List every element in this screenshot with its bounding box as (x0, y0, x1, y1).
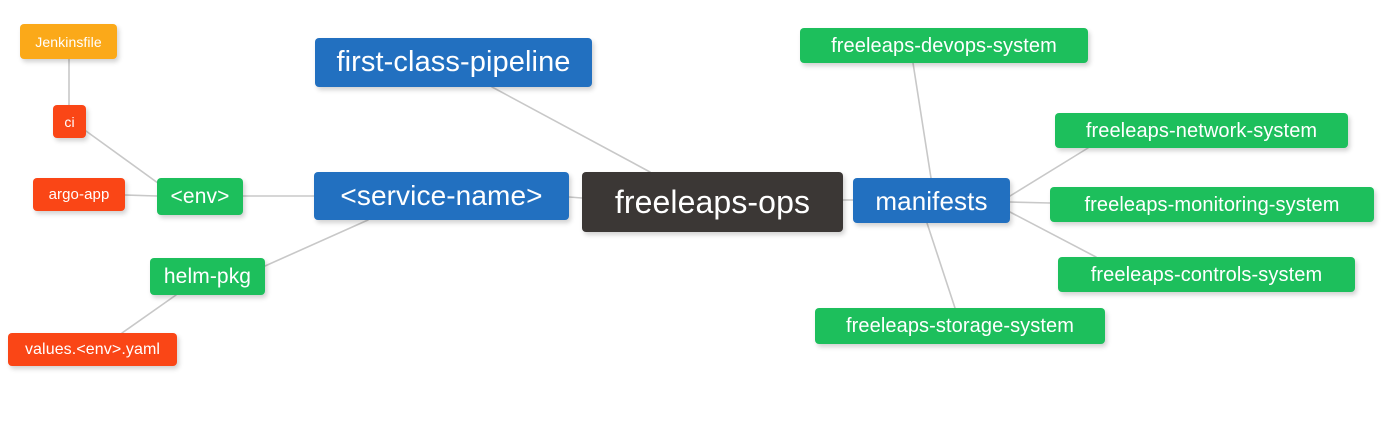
node-jenkinsfile[interactable]: Jenkinsfile (20, 24, 117, 59)
edge-first-class-pipeline-to-freeleaps-ops (491, 86, 651, 173)
node-argo-app[interactable]: argo-app (33, 178, 125, 211)
edge-service-name-to-helm-pkg (264, 219, 369, 267)
edge-manifests-to-monitoring-system (1009, 201, 1051, 204)
node-monitoring-system[interactable]: freeleaps-monitoring-system (1050, 187, 1374, 222)
node-helm-pkg[interactable]: helm-pkg (150, 258, 265, 295)
node-storage-system[interactable]: freeleaps-storage-system (815, 308, 1105, 344)
node-values-yaml[interactable]: values.<env>.yaml (8, 333, 177, 366)
edge-manifests-to-devops-system (912, 62, 932, 179)
node-manifests[interactable]: manifests (853, 178, 1010, 223)
edge-helm-pkg-to-values-yaml (121, 294, 177, 334)
edge-argo-app-to-env (124, 194, 158, 197)
node-devops-system[interactable]: freeleaps-devops-system (800, 28, 1088, 63)
edge-manifests-to-storage-system (926, 222, 956, 309)
node-freeleaps-ops[interactable]: freeleaps-ops (582, 172, 843, 232)
node-ci[interactable]: ci (53, 105, 86, 138)
node-service-name[interactable]: <service-name> (314, 172, 569, 220)
node-env[interactable]: <env> (157, 178, 243, 215)
edge-service-name-to-freeleaps-ops (568, 196, 583, 199)
node-network-system[interactable]: freeleaps-network-system (1055, 113, 1348, 148)
node-controls-system[interactable]: freeleaps-controls-system (1058, 257, 1355, 292)
node-first-class-pipeline[interactable]: first-class-pipeline (315, 38, 592, 87)
